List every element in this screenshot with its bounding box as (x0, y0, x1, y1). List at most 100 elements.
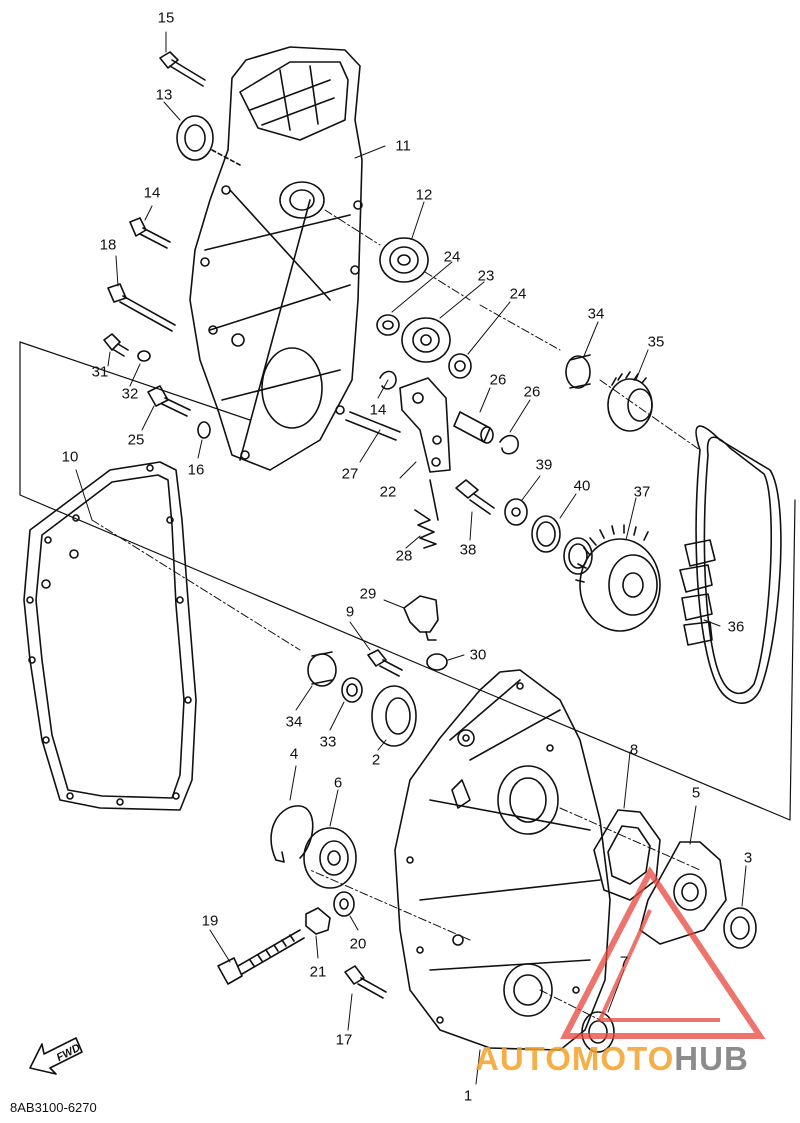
callout-label: 39 (535, 456, 553, 474)
o-ring-30 (426, 653, 448, 671)
callout-label: 34 (587, 305, 605, 323)
callout-label: 24 (443, 248, 461, 266)
callout-label: 8 (629, 741, 639, 759)
callout-label: 23 (477, 267, 495, 285)
callout-label: 34 (285, 713, 303, 731)
bolt-14-lower (147, 385, 191, 417)
callout-label: 26 (523, 383, 541, 401)
collar-34-lower (307, 651, 337, 687)
callout-label: 20 (349, 935, 367, 953)
fwd-arrow (29, 1037, 83, 1075)
watermark-logo (560, 866, 766, 1039)
callout-label: 17 (335, 1031, 353, 1049)
callout-label: 21 (309, 963, 327, 981)
spring-28 (414, 479, 439, 549)
washer-20 (333, 891, 355, 917)
bearing-23 (401, 317, 451, 363)
callout-label: 22 (379, 483, 397, 501)
bolt-9 (367, 649, 403, 677)
leader-13-11 (211, 149, 241, 166)
watermark-part2: HUB (674, 1040, 749, 1077)
oil-seal-13 (176, 115, 214, 161)
washer-32 (137, 350, 151, 362)
washer-33 (341, 677, 363, 703)
arm-22 (399, 377, 451, 473)
callout-label: 30 (469, 646, 487, 664)
bolt-18 (107, 283, 176, 332)
collar-34-upper (565, 354, 591, 389)
callout-label: 2 (371, 751, 381, 769)
callout-label: 18 (99, 236, 117, 254)
bolt-14-top (129, 217, 171, 249)
callout-label: 28 (395, 547, 413, 565)
callout-label: 33 (319, 733, 337, 751)
bolt-31 (103, 333, 129, 357)
callout-label: 24 (509, 285, 527, 303)
gasket-8 (593, 809, 661, 901)
callout-label: 1 (463, 1087, 473, 1105)
center-line-lower (309, 807, 701, 1021)
circlip-4 (270, 805, 314, 863)
callout-label: 12 (415, 186, 433, 204)
callout-label: 25 (127, 431, 145, 449)
callout-label: 38 (459, 541, 477, 559)
callout-leaders (75, 31, 747, 1085)
bolt-17 (344, 965, 387, 999)
lower-case-1 (394, 669, 611, 1051)
callout-label: 13 (155, 86, 173, 104)
bearing-2 (371, 685, 417, 747)
washer-16 (197, 421, 211, 439)
center-line-gasket (91, 519, 301, 651)
bearing-12 (379, 237, 429, 283)
callout-label: 14 (143, 184, 161, 202)
washer-39 (504, 498, 528, 526)
watermark-part1: AUTOMOTO (475, 1040, 675, 1077)
callout-label: 16 (187, 461, 205, 479)
reference-box-outline (19, 341, 796, 821)
upper-case-cover-11 (189, 46, 363, 471)
cover-5 (639, 841, 727, 945)
clip-26-left (379, 370, 397, 390)
callout-label: 40 (573, 477, 591, 495)
washer-24-right (448, 353, 472, 379)
callout-label: 7 (619, 953, 629, 971)
callout-label: 6 (333, 774, 343, 792)
callout-label: 3 (743, 849, 753, 867)
washer-24-left (376, 314, 400, 336)
callout-label: 14 (369, 401, 387, 419)
drawing-code: 8AB3100-6270 (10, 1100, 97, 1115)
collar-21 (305, 907, 331, 935)
callout-label: 5 (691, 784, 701, 802)
callout-label: 35 (647, 333, 665, 351)
pin-25 (453, 411, 494, 444)
bearing-6 (303, 827, 357, 889)
callout-label: 19 (201, 912, 219, 930)
callout-label: 9 (345, 603, 355, 621)
callout-label: 32 (121, 385, 139, 403)
shaft-27 (345, 411, 401, 441)
callout-label: 29 (359, 585, 377, 603)
callout-label: 27 (341, 465, 359, 483)
bolt-19 (217, 929, 305, 985)
chain-36 (679, 425, 782, 704)
oil-seal-3 (723, 907, 757, 949)
watermark-text: AUTOMOTOHUB (475, 1042, 749, 1075)
breather-29 (403, 595, 439, 641)
callout-label: 36 (727, 618, 745, 636)
gasket-10 (23, 461, 197, 811)
bolt-38 (455, 479, 495, 515)
callout-label: 37 (633, 483, 651, 501)
bolt-15 (159, 51, 206, 87)
callout-label: 4 (289, 745, 299, 763)
callout-label: 31 (91, 363, 109, 381)
gear-37 (575, 524, 661, 632)
callout-label: 10 (61, 448, 79, 466)
rings-40 (531, 515, 593, 575)
sprocket-35 (607, 371, 653, 432)
callout-label: 11 (395, 137, 411, 155)
callout-label: 26 (489, 371, 507, 389)
callout-label: 15 (157, 9, 175, 27)
clip-26-right (499, 434, 519, 455)
center-line-upper (324, 209, 701, 451)
